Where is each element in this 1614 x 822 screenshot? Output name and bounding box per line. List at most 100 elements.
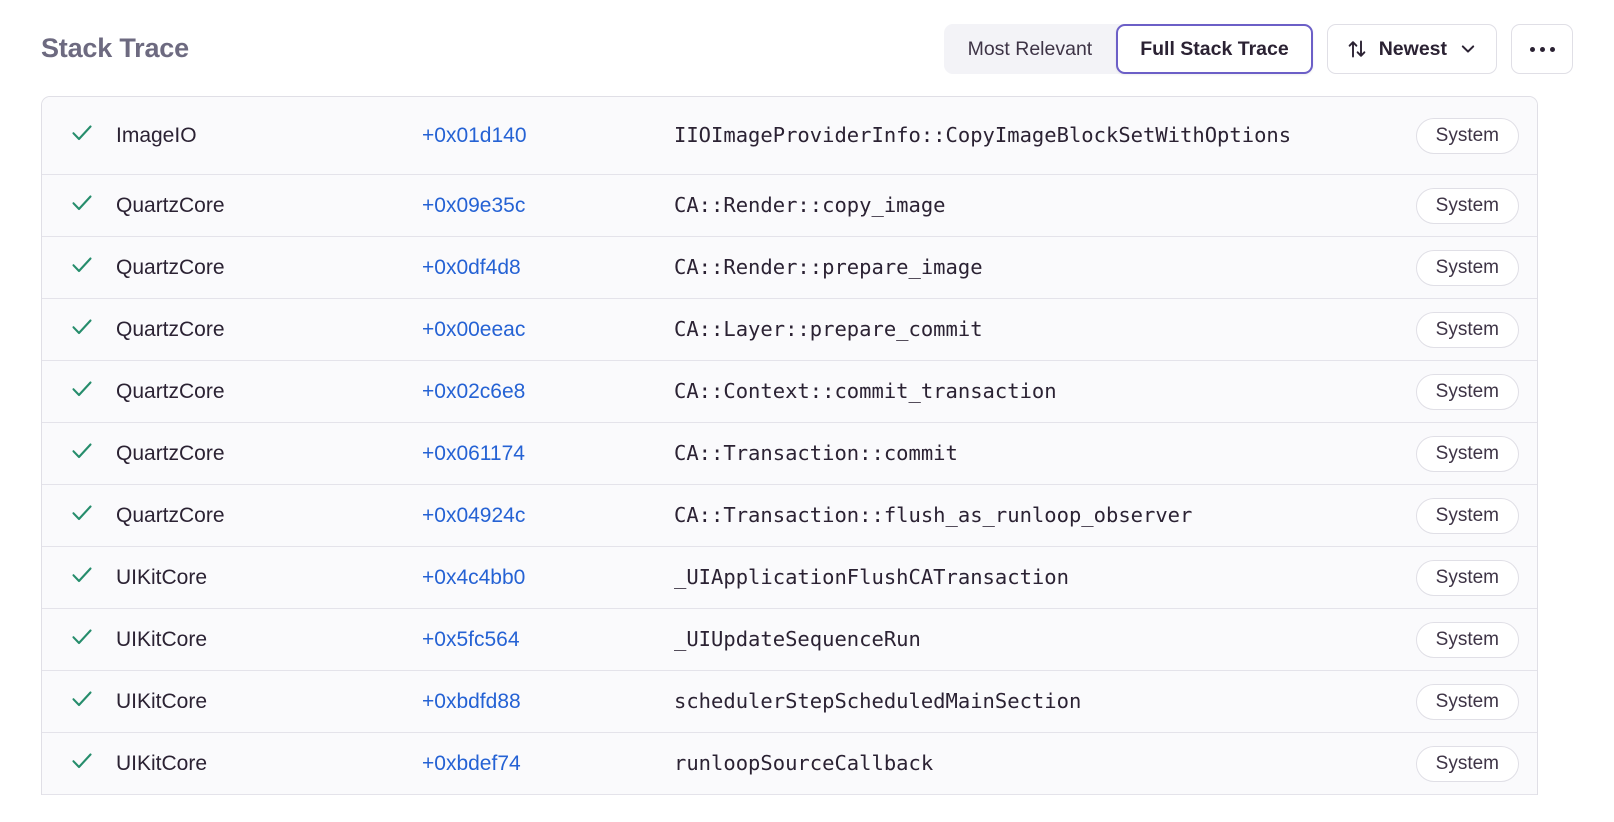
status-badge: System (1415, 435, 1519, 472)
frame-expand-toggle[interactable] (42, 120, 116, 151)
check-icon (69, 438, 95, 469)
frame-tag: System (1369, 117, 1519, 154)
frame-tag: System (1369, 559, 1519, 596)
status-badge: System (1415, 559, 1519, 596)
check-icon (69, 748, 95, 779)
chevron-down-icon (1458, 39, 1478, 59)
table-row[interactable]: UIKitCore +0x5fc564 _UIUpdateSequenceRun Sy… (42, 609, 1537, 671)
frame-expand-toggle[interactable] (42, 190, 116, 221)
frame-module: QuartzCore (116, 193, 225, 217)
frame-offset-link[interactable]: +0x061174 (422, 441, 525, 465)
frame-module: QuartzCore (116, 503, 225, 527)
frame-expand-toggle[interactable] (42, 686, 116, 717)
frame-module: QuartzCore (116, 255, 225, 279)
panel-header: Stack Trace Most Relevant Full Stack Tra… (0, 0, 1614, 96)
table-row[interactable]: QuartzCore +0x04924c CA::Transaction::flus… (42, 485, 1537, 547)
frame-offset-link[interactable]: +0x4c4bb0 (422, 565, 526, 589)
frame-offset-link[interactable]: +0x02c6e8 (422, 379, 526, 403)
frame-module: UIKitCore (116, 565, 208, 589)
status-badge: System (1415, 311, 1519, 348)
check-icon (69, 376, 95, 407)
check-icon (69, 500, 95, 531)
frame-expand-toggle[interactable] (42, 748, 116, 779)
frame-symbol: _UIApplicationFlushCATransaction (674, 565, 1069, 589)
frame-tag: System (1369, 621, 1519, 658)
frame-symbol: IIOImageProviderInfo::CopyImageBlockSetW… (674, 123, 1292, 147)
ellipsis-icon (1539, 46, 1545, 52)
frame-symbol: CA::Render::copy_image (674, 193, 946, 217)
table-row[interactable]: QuartzCore +0x00eeac CA::Layer::prepare_co… (42, 299, 1537, 361)
table-row[interactable]: QuartzCore +0x02c6e8 CA::Context::commit_t… (42, 361, 1537, 423)
frame-offset-link[interactable]: +0xbdfd88 (422, 689, 521, 713)
frame-offset-link[interactable]: +0x00eeac (422, 317, 526, 341)
frame-offset-link[interactable]: +0x01d140 (422, 123, 527, 147)
frame-offset-link[interactable]: +0x5fc564 (422, 627, 520, 651)
sort-button[interactable]: Newest (1326, 24, 1497, 74)
frame-symbol: CA::Transaction::commit (674, 441, 958, 465)
page-title: Stack Trace (41, 32, 189, 63)
frame-tag: System (1369, 311, 1519, 348)
frame-module: UIKitCore (116, 627, 208, 651)
frame-tag: System (1369, 373, 1519, 410)
ellipsis-icon (1549, 46, 1555, 52)
frame-symbol: schedulerStepScheduledMainSection (674, 689, 1082, 713)
tab-most-relevant[interactable]: Most Relevant (944, 24, 1117, 74)
status-badge: System (1415, 117, 1519, 154)
frame-symbol: CA::Transaction::flush_as_runloop_observ… (674, 503, 1193, 527)
frame-module: QuartzCore (116, 441, 225, 465)
check-icon (69, 562, 95, 593)
frame-tag: System (1369, 187, 1519, 224)
frame-symbol: CA::Render::prepare_image (674, 255, 983, 279)
frame-expand-toggle[interactable] (42, 562, 116, 593)
frame-offset-link[interactable]: +0xbdef74 (422, 751, 521, 775)
status-badge: System (1415, 621, 1519, 658)
frame-module: QuartzCore (116, 379, 225, 403)
frame-tag: System (1369, 745, 1519, 782)
frame-offset-link[interactable]: +0x0df4d8 (422, 255, 521, 279)
sort-label: Newest (1378, 37, 1447, 60)
stack-trace-mode-segmented-control[interactable]: Most Relevant Full Stack Trace (943, 24, 1313, 74)
frame-symbol: CA::Layer::prepare_commit (674, 317, 983, 341)
header-actions: Most Relevant Full Stack Trace Newest (943, 24, 1573, 74)
status-badge: System (1415, 187, 1519, 224)
ellipsis-icon (1529, 46, 1535, 52)
frame-tag: System (1369, 435, 1519, 472)
frame-expand-toggle[interactable] (42, 624, 116, 655)
check-icon (69, 624, 95, 655)
table-row[interactable]: QuartzCore +0x0df4d8 CA::Render::prepare_i… (42, 237, 1537, 299)
frame-offset-link[interactable]: +0x09e35c (422, 193, 526, 217)
more-options-button[interactable] (1511, 24, 1573, 74)
status-badge: System (1415, 249, 1519, 286)
frame-expand-toggle[interactable] (42, 252, 116, 283)
check-icon (69, 190, 95, 221)
frame-symbol: _UIUpdateSequenceRun (674, 627, 921, 651)
frame-expand-toggle[interactable] (42, 438, 116, 469)
frame-symbol: runloopSourceCallback (674, 751, 934, 775)
frame-expand-toggle[interactable] (42, 376, 116, 407)
status-badge: System (1415, 745, 1519, 782)
check-icon (69, 314, 95, 345)
frame-expand-toggle[interactable] (42, 500, 116, 531)
frame-tag: System (1369, 683, 1519, 720)
table-row[interactable]: QuartzCore +0x061174 CA::Transaction::comm… (42, 423, 1537, 485)
status-badge: System (1415, 373, 1519, 410)
frame-expand-toggle[interactable] (42, 314, 116, 345)
status-badge: System (1415, 497, 1519, 534)
tab-full-stack-trace[interactable]: Full Stack Trace (1116, 24, 1313, 74)
table-row[interactable]: QuartzCore +0x09e35c CA::Render::copy_imag… (42, 175, 1537, 237)
frame-module: QuartzCore (116, 317, 225, 341)
frame-offset-link[interactable]: +0x04924c (422, 503, 526, 527)
check-icon (69, 252, 95, 283)
frame-tag: System (1369, 249, 1519, 286)
table-row[interactable]: UIKitCore +0x4c4bb0 _UIApplicationFlushCAT… (42, 547, 1537, 609)
table-row[interactable]: UIKitCore +0xbdef74 runloopSourceCallback S… (42, 733, 1537, 795)
check-icon (69, 686, 95, 717)
frame-symbol: CA::Context::commit_transaction (674, 379, 1057, 403)
frame-module: UIKitCore (116, 751, 208, 775)
frame-tag: System (1369, 497, 1519, 534)
sort-arrows-icon (1346, 38, 1368, 60)
